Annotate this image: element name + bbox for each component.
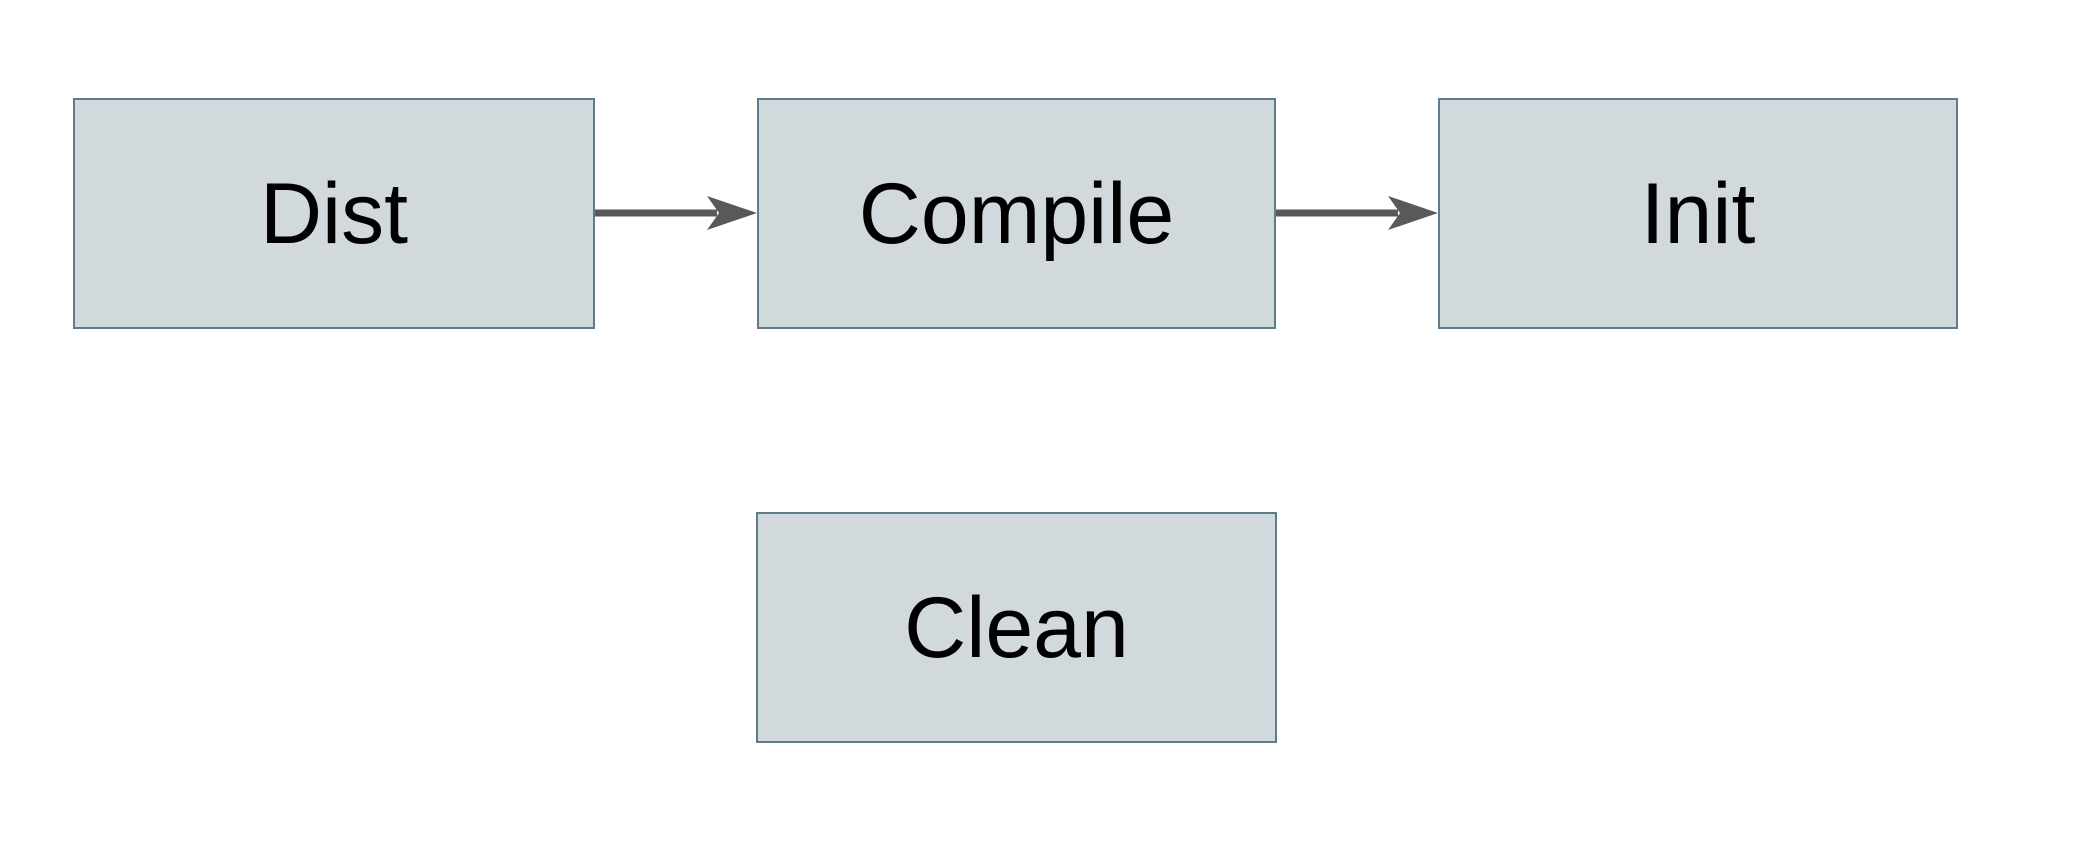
arrow-head-icon: [1388, 196, 1438, 230]
node-clean-label: Clean: [904, 579, 1129, 676]
node-init[interactable]: Init: [1438, 98, 1958, 329]
node-compile[interactable]: Compile: [757, 98, 1276, 329]
node-init-label: Init: [1640, 165, 1756, 262]
arrow-compile-to-init: [1276, 196, 1438, 230]
arrow-head-icon: [707, 196, 757, 230]
node-clean[interactable]: Clean: [756, 512, 1277, 743]
node-compile-label: Compile: [858, 165, 1175, 262]
node-dist[interactable]: Dist: [73, 98, 595, 329]
node-dist-label: Dist: [259, 165, 409, 262]
arrow-dist-to-compile: [595, 196, 757, 230]
